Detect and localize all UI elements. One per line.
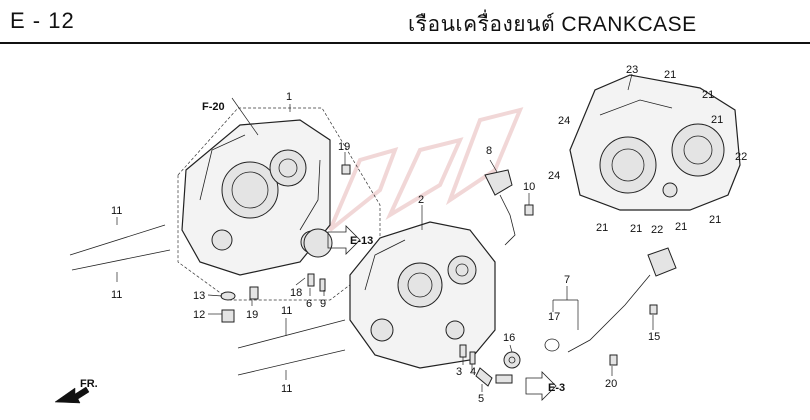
front-label: FR. xyxy=(80,378,98,390)
callout-11a: 11 xyxy=(111,205,122,217)
leader-lines xyxy=(116,73,654,392)
stud-bolts xyxy=(69,224,346,376)
callout-5: 5 xyxy=(478,393,484,405)
callout-3: 3 xyxy=(456,366,462,378)
callout-24a: 24 xyxy=(558,115,570,127)
callout-21a: 21 xyxy=(664,69,676,81)
ref-e13: E-13 xyxy=(350,235,373,247)
page-code: E - 12 xyxy=(10,8,75,33)
callout-22b: 22 xyxy=(651,224,663,236)
callout-16: 16 xyxy=(503,332,515,344)
callout-11d: 11 xyxy=(281,383,292,395)
callout-numbers: 1 2 3 4 5 6 7 8 9 10 11 11 11 11 12 13 1… xyxy=(111,64,747,405)
callout-17: 17 xyxy=(548,311,560,323)
crankcase-detail-view xyxy=(569,74,741,211)
callout-7: 7 xyxy=(564,274,570,286)
left-crankcase-group xyxy=(177,107,381,301)
page-title: เรือนเครื่องยนต์ CRANKCASE xyxy=(408,13,697,36)
callout-20: 20 xyxy=(605,378,617,390)
callout-15: 15 xyxy=(648,331,660,343)
header-divider xyxy=(0,42,810,44)
callout-21e: 21 xyxy=(596,222,608,234)
callout-19a: 19 xyxy=(338,141,350,153)
callout-8: 8 xyxy=(486,145,492,157)
callout-21c: 21 xyxy=(711,114,723,126)
front-direction-indicator: FR. xyxy=(54,378,98,404)
callout-21f: 21 xyxy=(630,223,642,235)
small-parts xyxy=(220,164,677,387)
reference-tags: F-20 E-13 E-3 xyxy=(202,101,565,401)
callout-21d: 21 xyxy=(709,214,721,226)
callout-2: 2 xyxy=(418,194,424,206)
callout-23: 23 xyxy=(626,64,638,76)
callout-21g: 21 xyxy=(675,221,687,233)
brand-watermark xyxy=(328,107,524,232)
callout-4: 4 xyxy=(470,366,476,378)
callout-13: 13 xyxy=(193,290,205,302)
callout-21b: 21 xyxy=(702,89,714,101)
callout-12: 12 xyxy=(193,309,205,321)
callout-9: 9 xyxy=(320,298,326,310)
callout-6: 6 xyxy=(306,298,312,310)
callout-11c: 11 xyxy=(281,305,292,317)
callout-19b: 19 xyxy=(246,309,258,321)
callout-24b: 24 xyxy=(548,170,560,182)
callout-18: 18 xyxy=(290,287,302,299)
callout-11b: 11 xyxy=(111,289,122,301)
callout-1: 1 xyxy=(286,91,292,103)
ref-f20: F-20 xyxy=(202,101,225,113)
callout-22a: 22 xyxy=(735,151,747,163)
ref-e3: E-3 xyxy=(548,382,565,394)
callout-10: 10 xyxy=(523,181,535,193)
right-crankcase-group xyxy=(349,221,496,369)
